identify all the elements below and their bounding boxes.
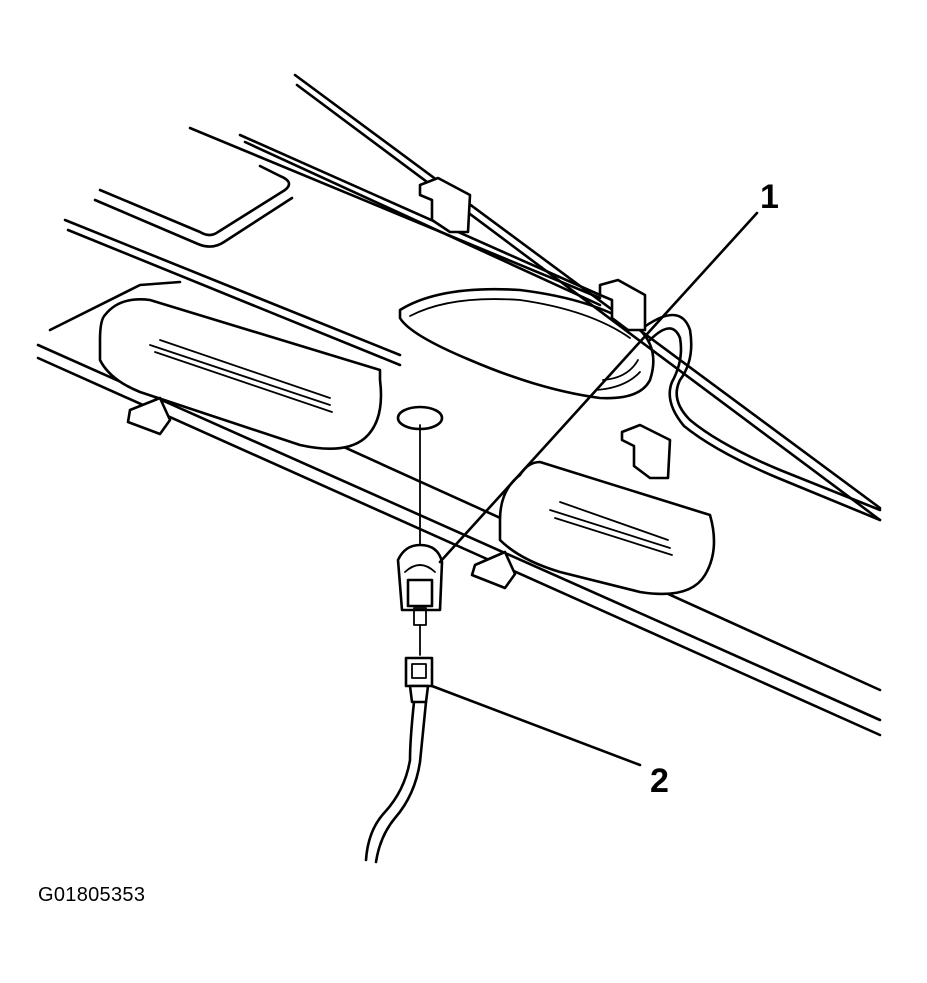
wiring-harness (364, 700, 428, 864)
dome-lamp-recess (398, 287, 882, 522)
callout-2: 2 (650, 762, 669, 800)
right-lamp-housing (470, 460, 716, 596)
roof-rail-lines (36, 73, 882, 737)
callout-1: 1 (760, 178, 779, 216)
leader-line-2 (430, 684, 642, 767)
headliner-clips (418, 176, 672, 480)
bulb-socket (396, 543, 444, 656)
figure-id: G01805353 (38, 884, 146, 906)
leader-line-1 (438, 211, 759, 564)
left-lamp-housing (98, 298, 383, 450)
front-trim-panel (93, 164, 294, 248)
wiring-connector (404, 656, 434, 704)
